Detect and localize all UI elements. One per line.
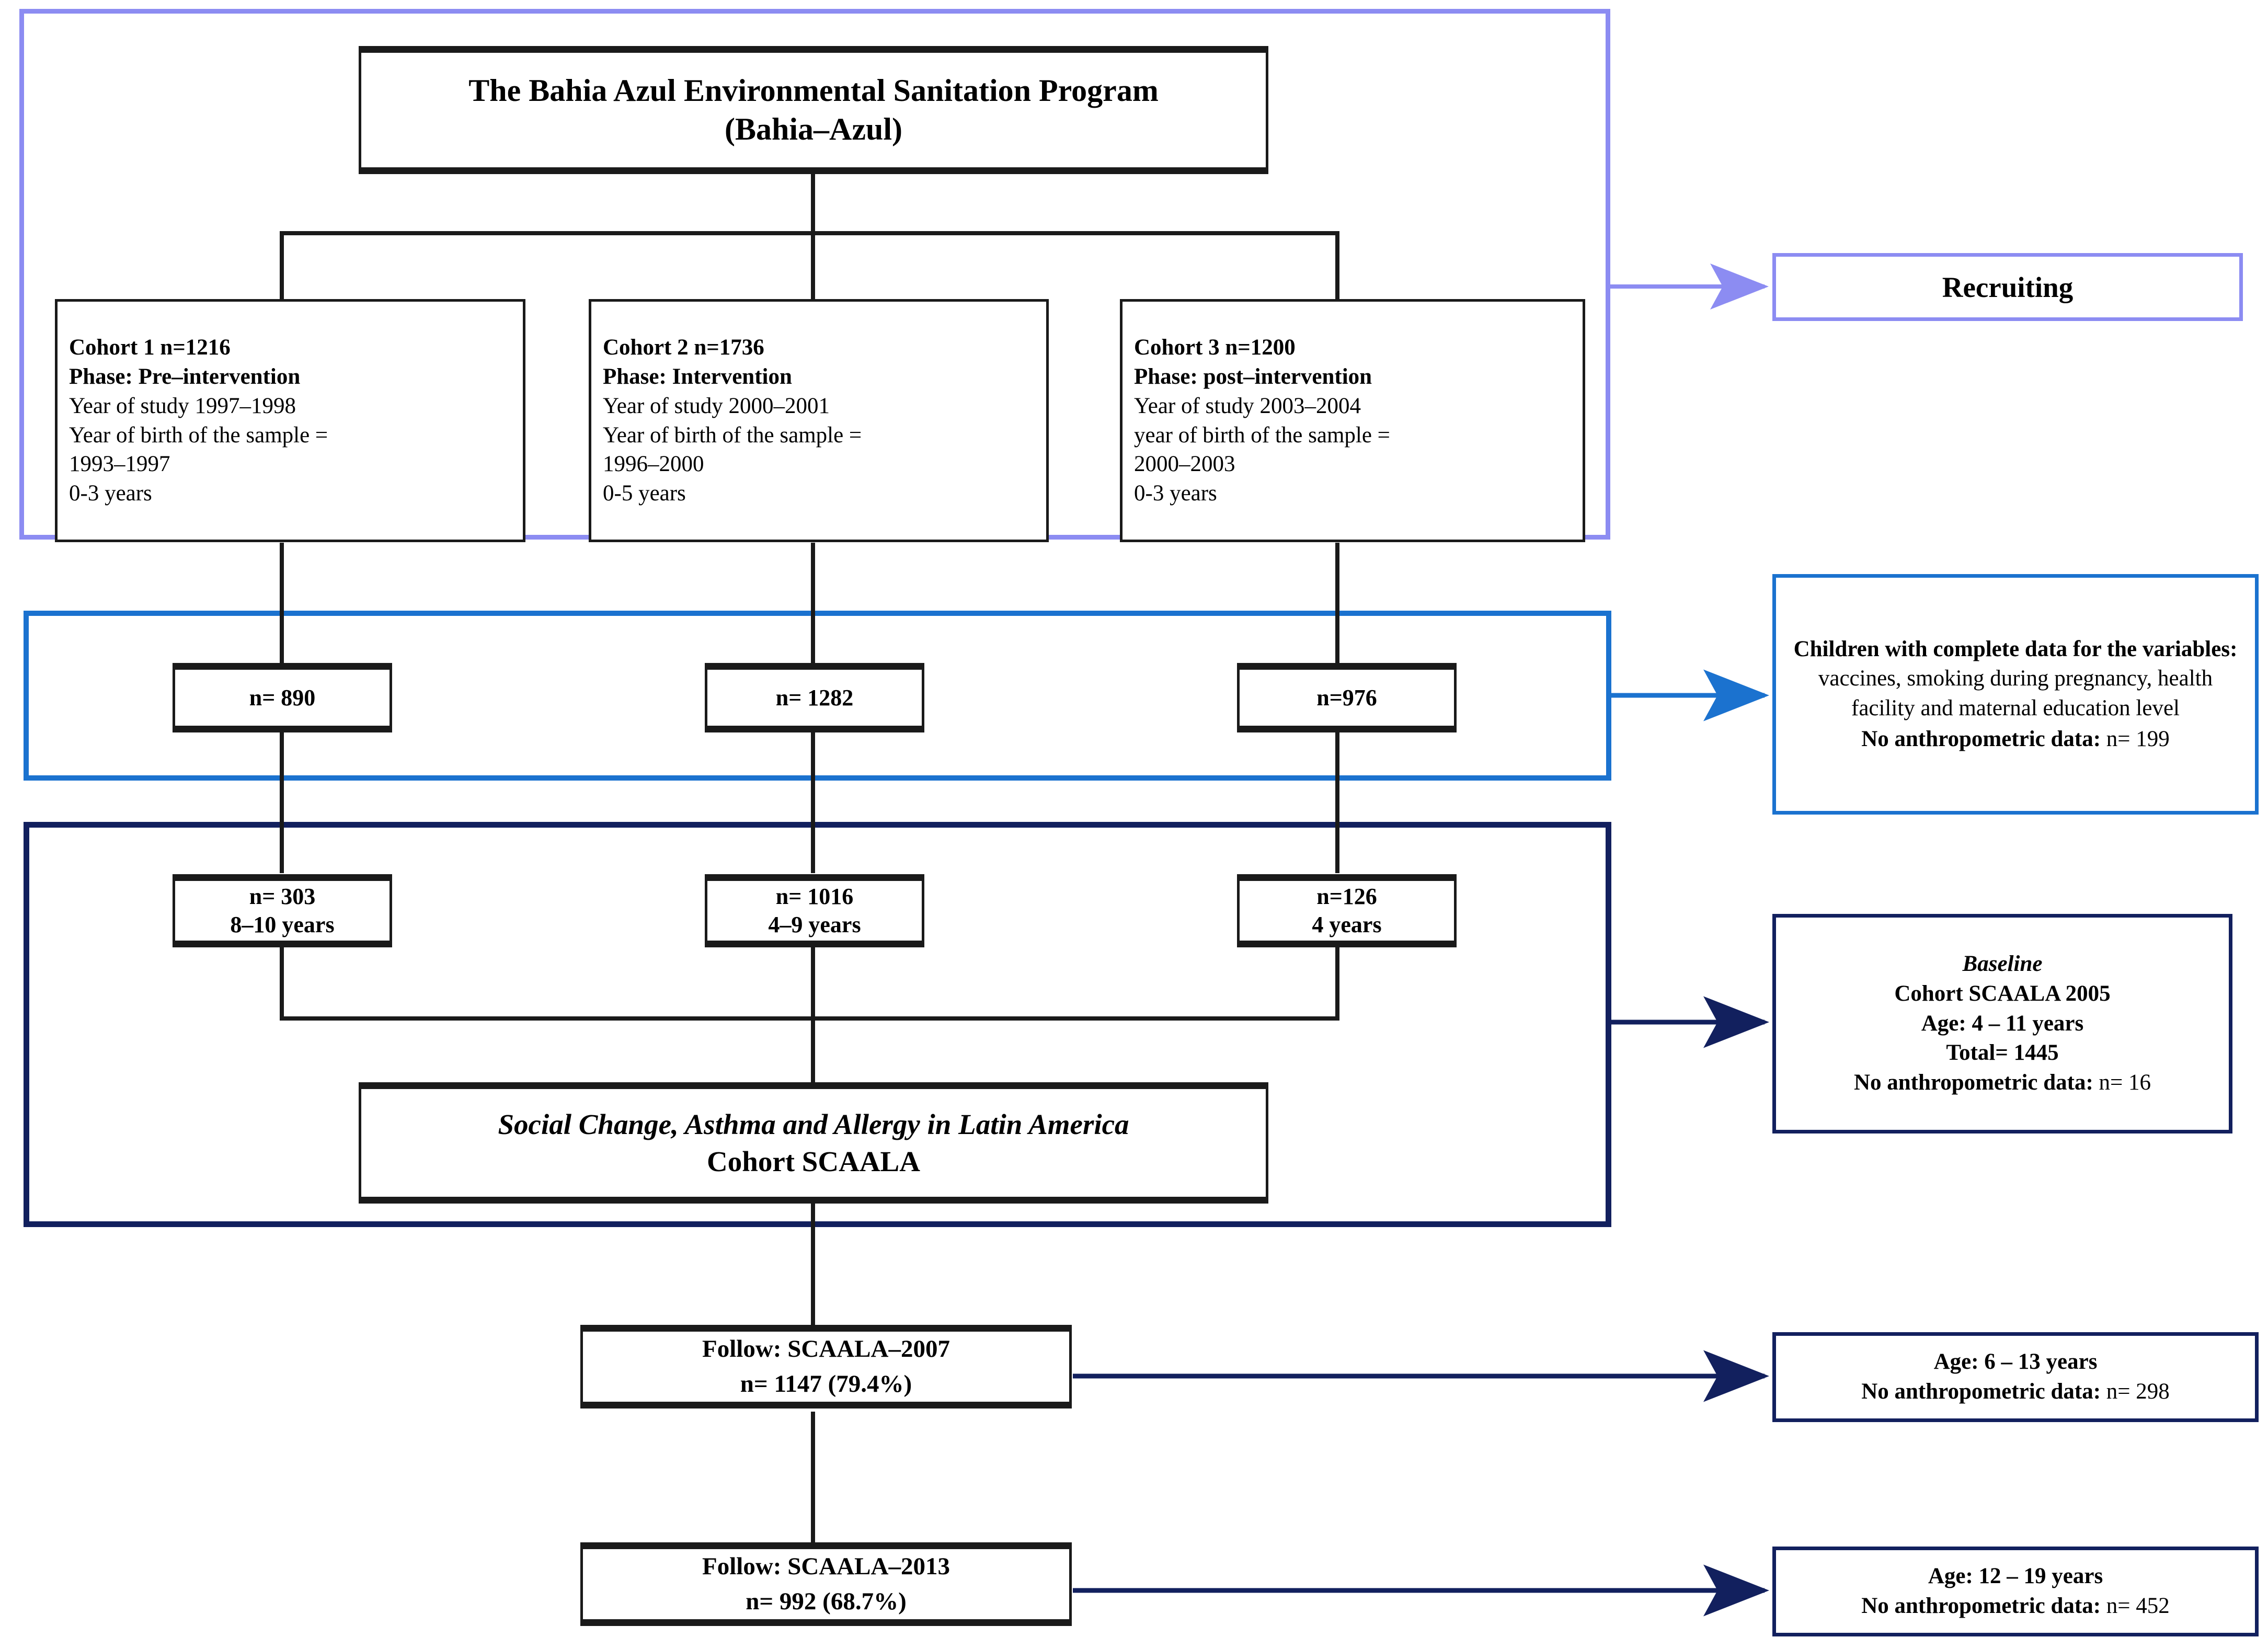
follow-2013-title: Follow: SCAALA–2013 [702,1553,950,1581]
cohort-3-year-of-birth-range: 2000–2003 [1134,452,1235,477]
baseline-age-2: 4–9 years [768,912,861,937]
annotation-follow2013-box: Age: 12 – 19 years No anthropometric dat… [1772,1547,2259,1636]
annotation-follow2007-box: Age: 6 – 13 years No anthropometric data… [1772,1332,2259,1422]
cohort-1-year-of-birth-range: 1993–1997 [69,452,170,477]
complete-data-n-1: n= 890 [249,684,316,711]
scaala-cohort-box: Social Change, Asthma and Allergy in Lat… [359,1082,1268,1204]
annotation-follow2007-age: Age: 6 – 13 years [1933,1349,2098,1375]
cohort-3-year-of-study: Year of study 2003–2004 [1134,393,1361,418]
baseline-box-3: n=126 4 years [1237,874,1457,947]
cohort-1-year-of-study: Year of study 1997–1998 [69,393,296,418]
follow-2013-n: n= 992 (68.7%) [746,1588,907,1615]
connector-n303-down [280,946,284,1020]
cohort-2-year-of-study: Year of study 2000–2001 [603,393,830,418]
connector-n890-to-n303 [280,732,284,873]
complete-data-n-2: n= 1282 [775,684,854,711]
connector-cohort3-to-n976 [1335,543,1339,663]
connector-to-cohort-2 [811,231,815,302]
program-title-line2: (Bahia–Azul) [724,111,903,146]
cohort-3-age-range: 0-3 years [1134,481,1217,506]
baseline-n-2: n= 1016 [775,884,854,910]
baseline-age-1: 8–10 years [230,912,335,937]
complete-data-box-1: n= 890 [173,663,392,732]
annotation-baseline-no-anthro-n: n= 16 [2099,1070,2151,1095]
annotation-complete-data-bold-lead: Children with complete data for the vari… [1793,636,2238,661]
baseline-group-rect [24,822,1611,1227]
connector-n126-down [1335,946,1339,1020]
annotation-follow2013-no-anthro-n: n= 452 [2106,1594,2170,1618]
cohort-2-age-range: 0-5 years [603,481,686,506]
scaala-title-line2: Cohort SCAALA [707,1146,920,1177]
connector-to-cohort-1 [280,231,284,302]
cohort-1-age-range: 0-3 years [69,481,152,506]
baseline-n-1: n= 303 [249,884,316,910]
connector-follow2007-to-follow2013 [811,1412,815,1548]
cohort-3-header: Cohort 3 n=1200 [1134,335,1296,360]
connector-scaala-to-follow2007 [811,1203,815,1333]
cohort-3-phase: Phase: post–intervention [1134,364,1372,389]
connector-baseline-merge-horizontal [280,1016,1339,1021]
connector-n976-to-n126 [1335,732,1339,873]
complete-data-box-2: n= 1282 [705,663,924,732]
baseline-age-3: 4 years [1312,912,1382,937]
complete-data-group-rect [24,611,1611,781]
cohort-2-year-of-birth-range: 1996–2000 [603,452,704,477]
annotation-recruiting-box: Recruiting [1772,253,2243,321]
cohort-3-box: Cohort 3 n=1200 Phase: post–intervention… [1120,299,1585,542]
annotation-baseline-age: Age: 4 – 11 years [1921,1011,2084,1036]
connector-cohort1-to-n890 [280,543,284,663]
annotation-complete-data-variables: vaccines, smoking during pregnancy, heal… [1818,666,2213,720]
program-title-box: The Bahia Azul Environmental Sanitation … [359,46,1268,174]
cohort-1-box: Cohort 1 n=1216 Phase: Pre–intervention … [55,299,525,542]
annotation-follow2007-no-anthro-label: No anthropometric data: [1861,1379,2106,1404]
cohort-1-header: Cohort 1 n=1216 [69,335,231,360]
follow-2007-n: n= 1147 (79.4%) [740,1370,912,1398]
follow-2007-box: Follow: SCAALA–2007 n= 1147 (79.4%) [580,1325,1072,1408]
connector-merge-to-scaala [811,946,815,1087]
annotation-follow2007-no-anthro-n: n= 298 [2106,1379,2170,1404]
annotation-follow2013-no-anthro-label: No anthropometric data: [1861,1594,2106,1618]
cohort-2-header: Cohort 2 n=1736 [603,335,764,360]
annotation-baseline-cohort: Cohort SCAALA 2005 [1894,981,2111,1006]
annotation-baseline-box: Baseline Cohort SCAALA 2005 Age: 4 – 11 … [1772,914,2232,1133]
cohort-3-year-of-birth-label: year of birth of the sample = [1134,422,1390,448]
annotation-complete-data-no-anthro-n: n= 199 [2106,726,2170,751]
cohort-2-phase: Phase: Intervention [603,364,792,389]
baseline-n-3: n=126 [1316,884,1377,910]
follow-2007-title: Follow: SCAALA–2007 [702,1335,950,1363]
complete-data-n-3: n=976 [1316,684,1377,711]
annotation-complete-data-box: Children with complete data for the vari… [1772,574,2259,815]
scaala-title-line1: Social Change, Asthma and Allergy in Lat… [498,1108,1129,1140]
annotation-recruiting-label: Recruiting [1942,271,2074,303]
cohort-2-year-of-birth-label: Year of birth of the sample = [603,422,862,448]
cohort-1-phase: Phase: Pre–intervention [69,364,301,389]
annotation-complete-data-no-anthro-label: No anthropometric data: [1861,726,2106,751]
follow-2013-box: Follow: SCAALA–2013 n= 992 (68.7%) [580,1542,1072,1626]
connector-cohort2-to-n1282 [811,543,815,663]
annotation-baseline-total: Total= 1445 [1946,1040,2059,1066]
cohort-2-box: Cohort 2 n=1736 Phase: Intervention Year… [589,299,1049,542]
connector-title-down [811,173,815,233]
baseline-box-2: n= 1016 4–9 years [705,874,924,947]
connector-to-cohort-3 [1335,231,1339,302]
baseline-box-1: n= 303 8–10 years [173,874,392,947]
cohort-1-year-of-birth-label: Year of birth of the sample = [69,422,328,448]
program-title-line1: The Bahia Azul Environmental Sanitation … [468,73,1159,108]
complete-data-box-3: n=976 [1237,663,1457,732]
connector-title-horizontal [280,231,1339,235]
annotation-baseline-no-anthro-label: No anthropometric data: [1853,1070,2099,1095]
annotation-follow2013-age: Age: 12 – 19 years [1928,1564,2103,1589]
annotation-baseline-title: Baseline [1962,952,2043,977]
connector-n1282-to-n1016 [811,732,815,873]
